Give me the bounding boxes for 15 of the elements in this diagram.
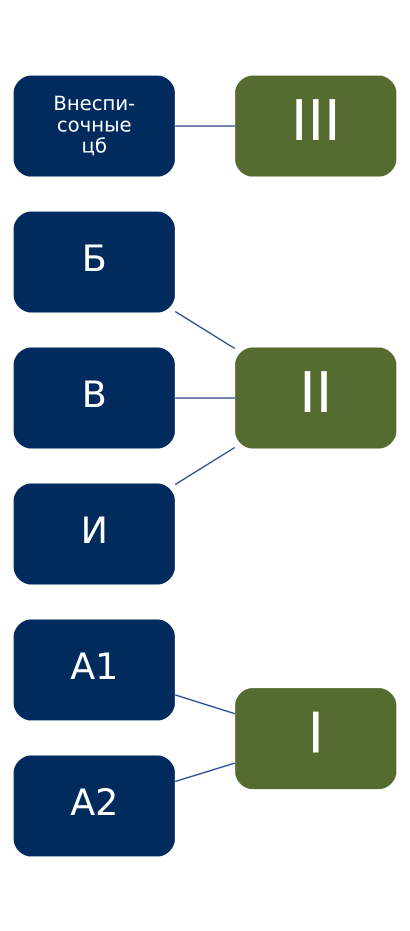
node-box: В — [14, 347, 175, 448]
connector — [174, 310, 236, 349]
node-box: II — [235, 347, 396, 448]
node-box: III — [235, 75, 396, 176]
connector — [175, 124, 235, 126]
connector — [175, 396, 235, 398]
connector — [175, 694, 236, 714]
node-box: А1 — [14, 619, 175, 720]
node-box: И — [14, 483, 175, 584]
node-box: Б — [14, 211, 175, 312]
node-box: I — [235, 688, 396, 789]
connector — [175, 762, 236, 782]
connector — [174, 446, 236, 485]
node-box: Внеспи- сочные цб — [14, 75, 175, 176]
node-box: А2 — [14, 754, 175, 856]
